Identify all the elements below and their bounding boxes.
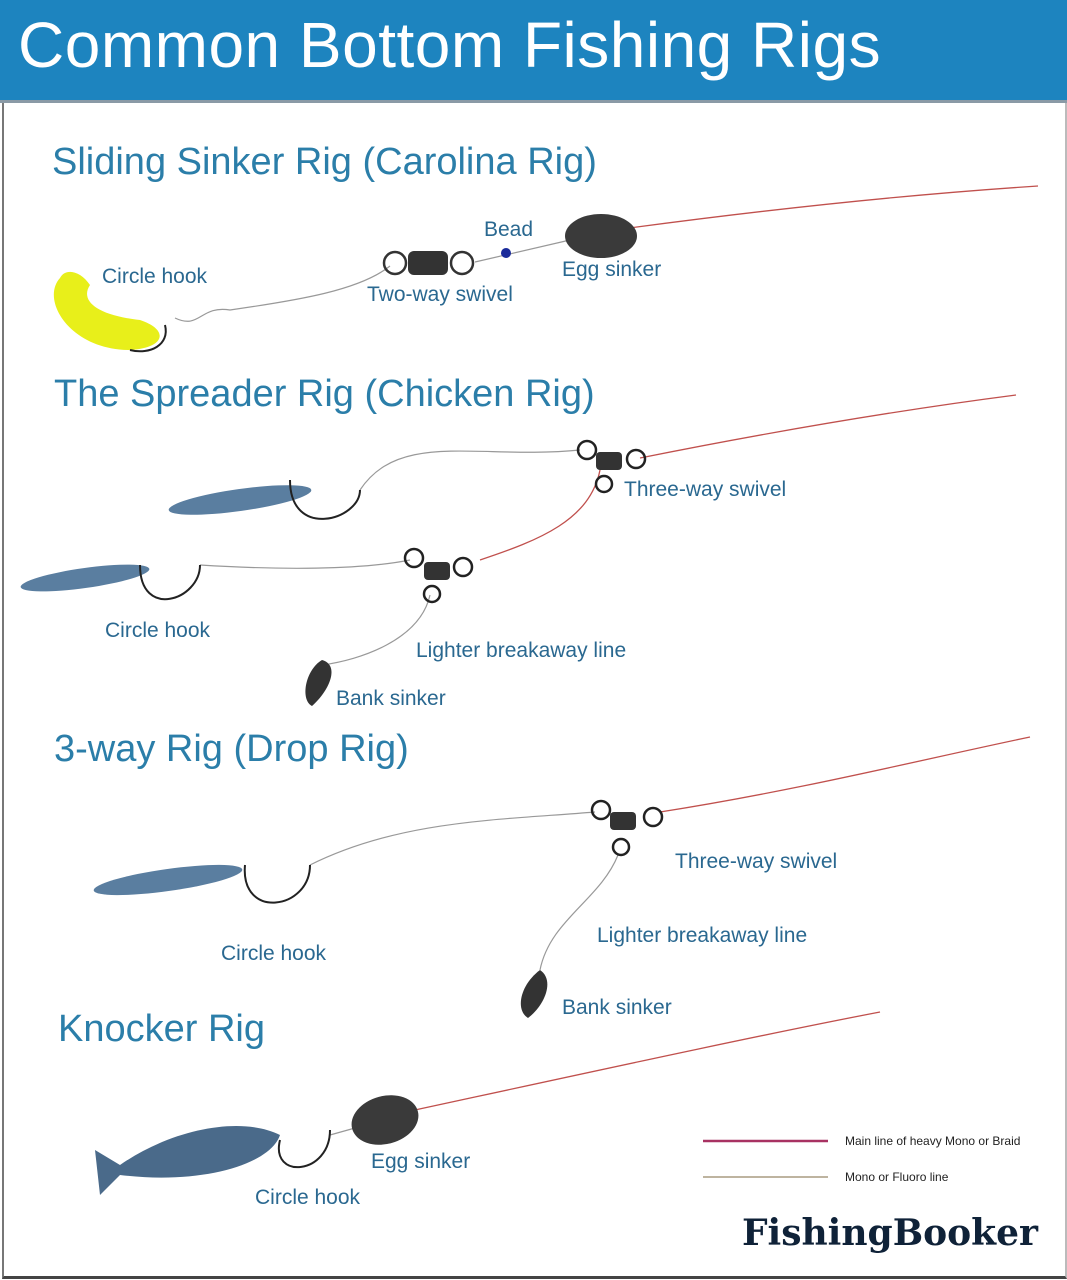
three-way-rig-drawing [93, 736, 1031, 1018]
spreader-rig-drawing [20, 394, 1017, 706]
label-three-way-swivel: Three-way swivel [624, 478, 787, 501]
bank-sinker-icon [305, 660, 332, 706]
circle-hook-icon [139, 564, 201, 601]
baitfish-icon [168, 485, 312, 515]
label-breakaway-line: Lighter breakaway line [597, 924, 808, 947]
bank-sinker-icon [520, 970, 548, 1018]
circle-hook-icon [129, 324, 167, 353]
rig-heading-knocker: Knocker Rig [58, 1008, 265, 1050]
egg-sinker-icon [351, 1095, 419, 1145]
baitfish-icon [93, 864, 243, 896]
content-frame [2, 103, 1067, 1279]
label-bead: Bead [484, 218, 534, 241]
legend-mono-line-label: Mono or Fluoro line [845, 1170, 949, 1184]
label-three-way-swivel: Three-way swivel [675, 850, 838, 873]
main-line [599, 185, 1039, 233]
sliding-sinker-rig-drawing [53, 185, 1039, 353]
three-way-swivel-icon [576, 439, 598, 461]
label-circle-hook: Circle hook [102, 265, 208, 288]
egg-sinker-icon [565, 214, 637, 258]
two-way-swivel-icon [408, 251, 448, 275]
three-way-swivel-icon [403, 547, 425, 569]
page-title: Common Bottom Fishing Rigs [18, 9, 882, 81]
leader-line [174, 239, 571, 322]
rig-heading-spreader: The Spreader Rig (Chicken Rig) [54, 373, 595, 415]
bead-icon [501, 248, 511, 258]
label-circle-hook: Circle hook [221, 942, 327, 965]
label-breakaway-line: Lighter breakaway line [416, 639, 627, 662]
circle-hook-icon [277, 1129, 331, 1169]
swivel-ring-icon [382, 250, 408, 276]
label-bank-sinker: Bank sinker [336, 687, 446, 710]
label-circle-hook: Circle hook [255, 1186, 361, 1209]
three-way-swivel-icon [590, 799, 612, 821]
circle-hook-icon [243, 864, 311, 904]
brand-logo: FishingBooker [742, 1212, 1038, 1254]
label-egg-sinker: Egg sinker [562, 258, 662, 281]
knocker-rig-drawing [95, 1011, 881, 1195]
label-egg-sinker: Egg sinker [371, 1150, 471, 1173]
label-two-way-swivel: Two-way swivel [367, 283, 513, 306]
baitfish-icon [20, 564, 150, 592]
label-bank-sinker: Bank sinker [562, 996, 672, 1019]
legend-main-line-label: Main line of heavy Mono or Braid [845, 1134, 1021, 1148]
circle-hook-icon [289, 479, 361, 520]
title-banner: Common Bottom Fishing Rigs [0, 0, 1067, 103]
label-circle-hook: Circle hook [105, 619, 211, 642]
rig-heading-sliding-sinker: Sliding Sinker Rig (Carolina Rig) [52, 141, 597, 183]
fish-icon [95, 1126, 280, 1195]
rig-heading-three-way: 3-way Rig (Drop Rig) [54, 728, 409, 770]
soft-bait-icon [53, 271, 160, 350]
